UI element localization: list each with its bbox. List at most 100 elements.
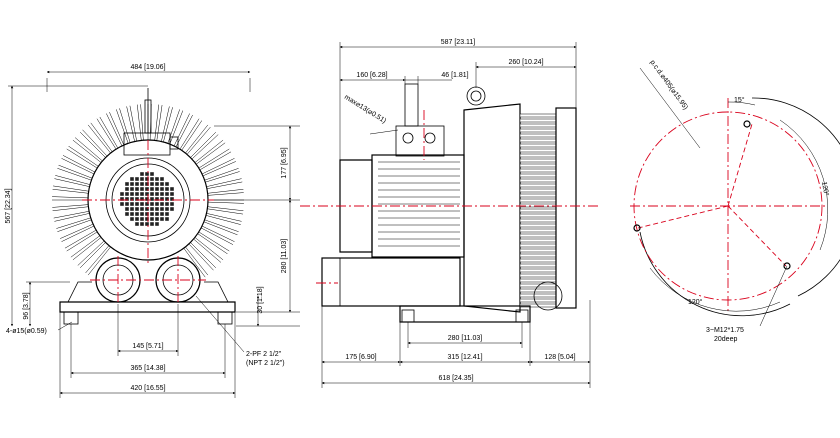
vent-cell [160, 182, 164, 186]
vent-cell [145, 197, 149, 201]
vent-cell [130, 217, 134, 221]
vent-cell [135, 197, 139, 201]
vent-cell [150, 172, 154, 176]
vent-cell [150, 197, 154, 201]
blower-fin [519, 138, 557, 143]
vent-cell [130, 212, 134, 216]
vent-cell [150, 192, 154, 196]
front-fin [129, 105, 137, 142]
angle-bottom: 120° [688, 298, 703, 306]
front-fin [190, 131, 217, 158]
flange-radius-1 [727, 123, 753, 207]
front-view-fins [52, 104, 244, 278]
front-fin [200, 227, 234, 245]
blower-fin [519, 293, 557, 298]
front-cable-gland [169, 136, 179, 150]
side-port-flange [533, 281, 563, 311]
front-fin [61, 225, 95, 242]
vent-cell [165, 192, 169, 196]
front-fin [52, 196, 89, 199]
vent-cell [150, 207, 154, 211]
front-fin [109, 112, 125, 146]
front-fin [85, 245, 110, 274]
blower-fin [519, 243, 557, 248]
flange-outline-bottom [639, 231, 791, 317]
vent-cell [135, 177, 139, 181]
side-foot-left [401, 309, 415, 323]
front-fin [204, 219, 239, 232]
dim-right-offset: 128 [5.04] [544, 354, 575, 361]
blower-fin [519, 258, 557, 263]
front-fin [207, 189, 244, 194]
front-fin [61, 158, 95, 175]
vent-cell [130, 177, 134, 181]
vent-cell [125, 212, 129, 216]
angle-arc-top [727, 101, 756, 106]
front-fin [197, 233, 228, 255]
vent-cell [145, 202, 149, 206]
dim-box-width: 46 [1.81] [441, 72, 468, 79]
dim-hole-spacing: 145 [5.71] [132, 343, 163, 350]
blower-fin [519, 178, 557, 183]
blower-fin [519, 218, 557, 223]
vent-cell [125, 187, 129, 191]
blower-fin [519, 158, 557, 163]
blower-fin [519, 238, 557, 243]
vent-cell [135, 202, 139, 206]
front-fin [64, 229, 97, 249]
front-fin [99, 116, 119, 149]
side-motor-fins [378, 161, 460, 247]
vent-cell [170, 197, 174, 201]
blower-fin [519, 298, 557, 303]
vent-cell [145, 222, 149, 226]
vent-cell [155, 217, 159, 221]
front-fin [204, 168, 239, 181]
front-fin [194, 139, 224, 163]
vent-cell [165, 197, 169, 201]
vent-cell [120, 202, 124, 206]
front-fin [56, 217, 91, 229]
blower-fin [519, 203, 557, 208]
vent-cell [140, 202, 144, 206]
flange-outline-right [751, 97, 840, 297]
front-base-legs [67, 281, 229, 303]
blower-fin [519, 128, 557, 133]
dim-base-inner: 365 [14.38] [130, 365, 165, 372]
vent-cell [150, 212, 154, 216]
vent-cell [145, 177, 149, 181]
flange-view: 15° 120° 120° p.c.d.⌀405(⌀15.95) 3−M12*1… [630, 59, 840, 343]
front-fin [96, 118, 117, 150]
front-fin [72, 139, 102, 163]
front-fin [186, 126, 211, 155]
front-fin [68, 145, 99, 167]
flange-hole-3 [783, 262, 791, 270]
front-fin [201, 225, 235, 242]
front-fin [72, 237, 102, 261]
front-fin [206, 181, 243, 189]
vent-cell [165, 217, 169, 221]
front-fin [55, 175, 91, 185]
vent-cell [125, 207, 129, 211]
flange-hole-1 [743, 120, 751, 128]
thread-note-2: 20deep [714, 336, 737, 343]
vent-cell [130, 197, 134, 201]
front-fin [161, 106, 170, 142]
vent-cell [135, 187, 139, 191]
front-fin [185, 246, 209, 276]
front-fin [119, 108, 131, 143]
dim-base-outer: 420 [16.55] [130, 385, 165, 392]
front-fin [137, 104, 142, 141]
blower-fin [519, 248, 557, 253]
front-foot-right [217, 311, 233, 325]
vent-cell [130, 192, 134, 196]
front-fin [202, 161, 236, 177]
blower-fin [519, 268, 557, 273]
side-view: 587 [23.11] 160 [6.28] 46 [1.81] 260 [10… [300, 39, 600, 388]
vent-cell [125, 197, 129, 201]
dim-base-height: 96 [3.78] [23, 292, 30, 319]
front-fin [201, 158, 235, 175]
vent-cell [155, 202, 159, 206]
vent-cell [150, 182, 154, 186]
